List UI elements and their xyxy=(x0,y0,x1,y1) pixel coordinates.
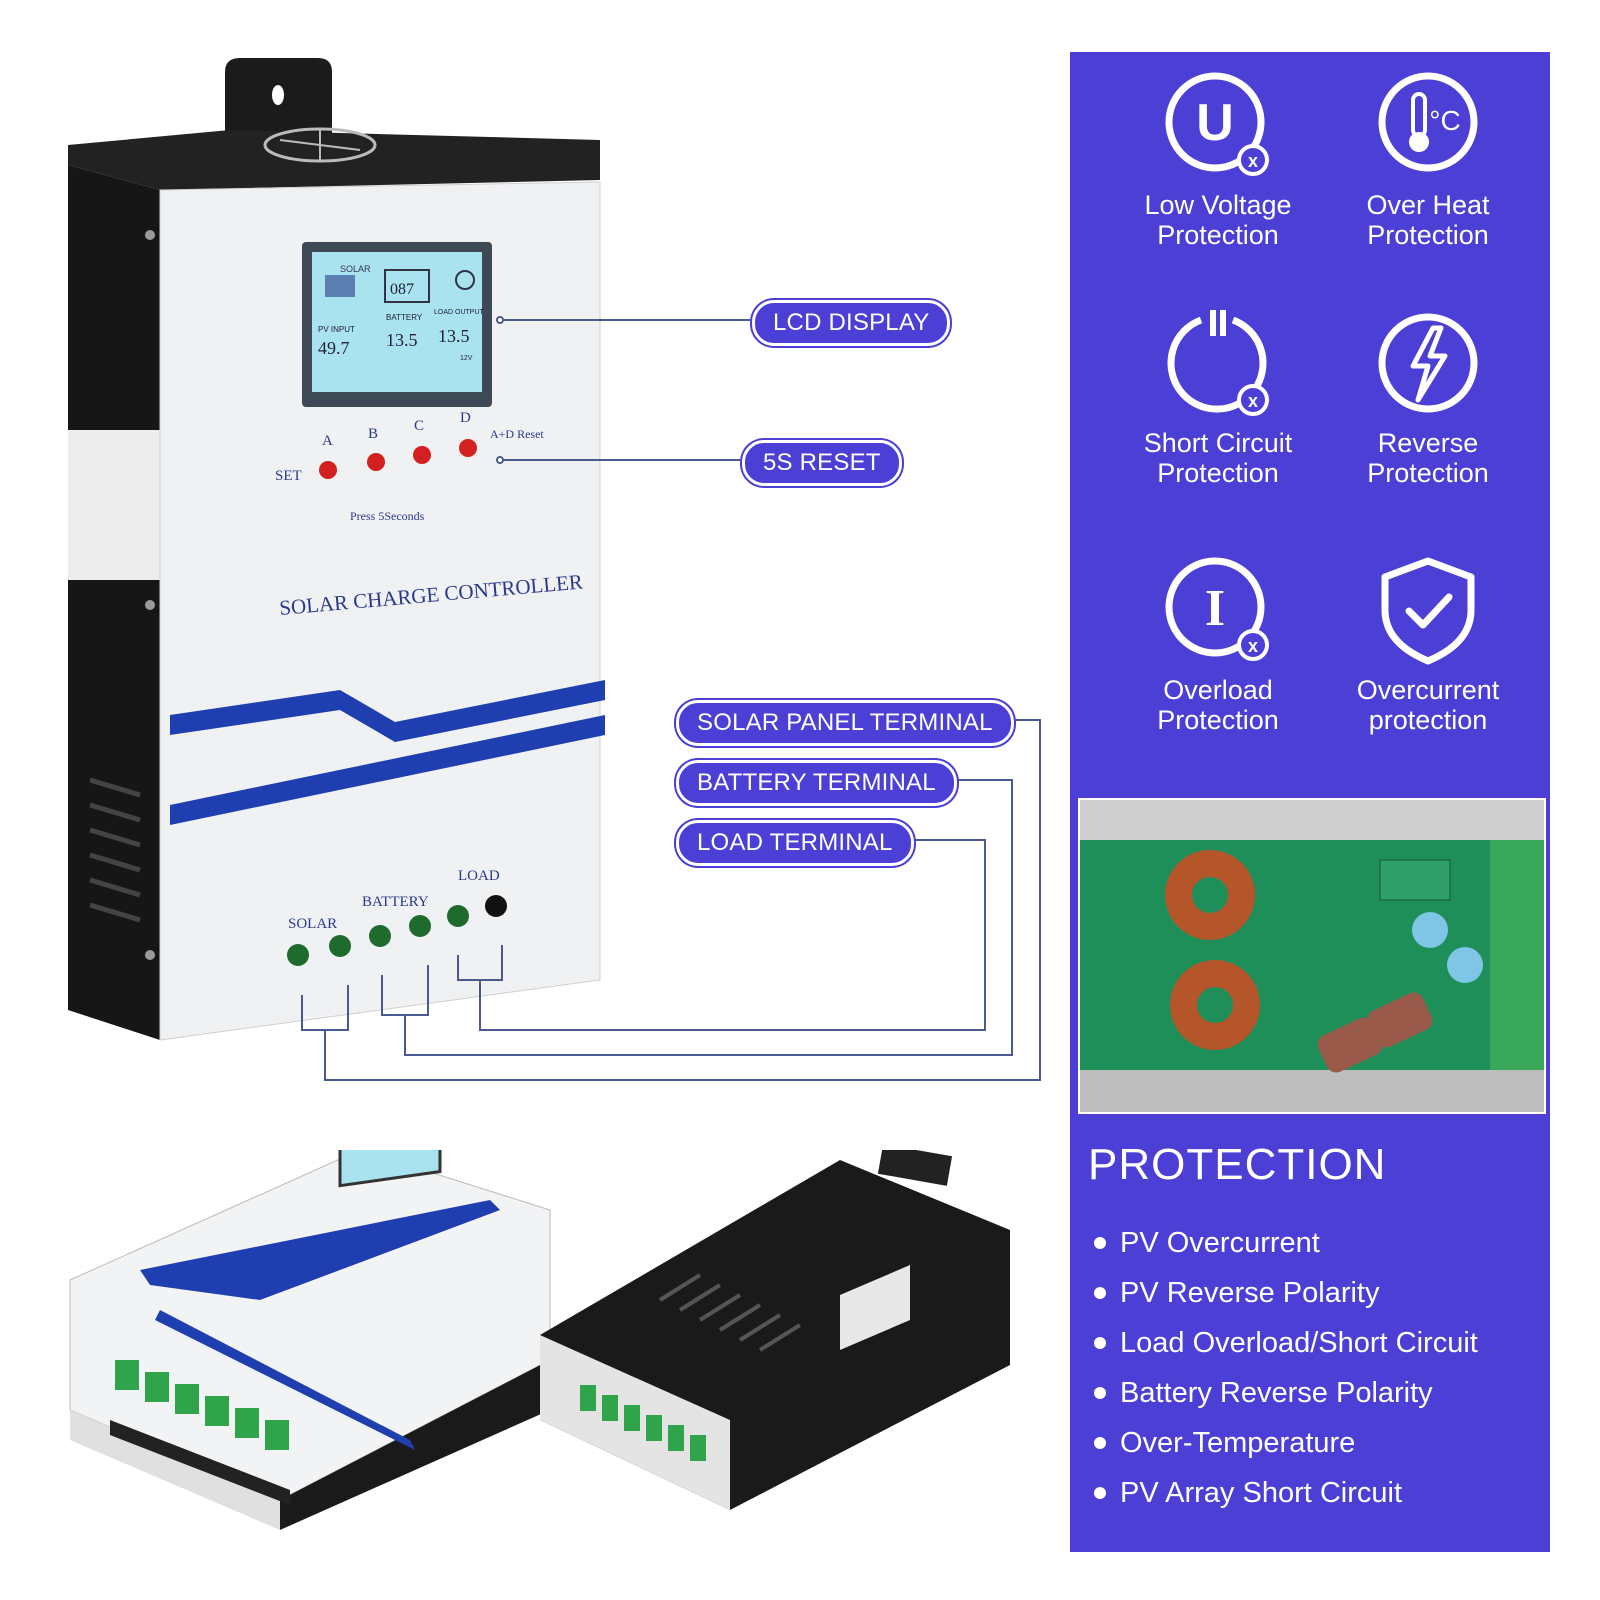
feature-label-line2: Protection xyxy=(1157,458,1279,488)
lcd-load-label: LOAD OUTPUT xyxy=(434,309,485,316)
terminal-solar-label: SOLAR xyxy=(288,916,337,932)
reverse-icon xyxy=(1378,313,1478,413)
feature-reverse: Reverse Protection xyxy=(1328,308,1528,488)
terminal-load-label: LOAD xyxy=(458,868,500,884)
feature-label-line1: Over Heat xyxy=(1366,190,1490,220)
button-a-label: A xyxy=(322,433,333,449)
button-a[interactable] xyxy=(319,461,337,479)
svg-text:x: x xyxy=(1248,636,1258,656)
lcd-load-value: 13.5 xyxy=(438,326,470,346)
svg-text:I: I xyxy=(1205,580,1225,637)
feature-label-line1: Overcurrent xyxy=(1356,675,1500,705)
svg-text:U: U xyxy=(1196,94,1234,152)
battery-terminal-callout: BATTERY TERMINAL xyxy=(676,760,957,806)
charge-controller-front-image: SOLAR 087 PV INPUT 49.7 BATTERY 13.5 LOA… xyxy=(68,58,605,1050)
feature-overcurrent: Overcurrent protection xyxy=(1328,555,1528,735)
protection-list: PV Overcurrent PV Reverse Polarity Load … xyxy=(1090,1218,1478,1518)
list-item: Over-Temperature xyxy=(1090,1418,1478,1468)
feature-label-line2: Protection xyxy=(1157,220,1279,250)
circuit-board-image xyxy=(1078,798,1546,1114)
lcd-solar-label: SOLAR xyxy=(340,264,371,274)
reset-callout: 5S RESET xyxy=(742,440,902,486)
list-item: PV Overcurrent xyxy=(1090,1218,1478,1268)
button-c[interactable] xyxy=(413,446,431,464)
svg-text:x: x xyxy=(1248,151,1258,171)
button-b[interactable] xyxy=(367,453,385,471)
feature-label-line2: Protection xyxy=(1157,705,1279,735)
ad-reset-label: A+D Reset xyxy=(490,427,544,441)
lcd-pv-input-value: 49.7 xyxy=(318,338,350,358)
feature-label-line2: protection xyxy=(1368,705,1488,735)
feature-label-line2: Protection xyxy=(1367,220,1489,250)
solar-panel-terminal-callout: SOLAR PANEL TERMINAL xyxy=(676,700,1014,746)
set-label: SET xyxy=(275,468,302,484)
controller-angled-black-image xyxy=(540,1150,1010,1510)
list-item: Load Overload/Short Circuit xyxy=(1090,1318,1478,1368)
press-seconds-label: Press 5Seconds xyxy=(350,509,425,523)
feature-over-heat: °C Over Heat Protection xyxy=(1328,70,1528,250)
button-c-label: C xyxy=(414,418,424,434)
list-item: PV Array Short Circuit xyxy=(1090,1468,1478,1518)
short-circuit-icon: x xyxy=(1167,310,1269,416)
svg-text:°C: °C xyxy=(1429,105,1460,136)
load-terminal-callout: LOAD TERMINAL xyxy=(676,820,914,866)
low-voltage-icon: U x xyxy=(1165,72,1269,176)
protection-title: PROTECTION xyxy=(1088,1140,1387,1189)
overload-icon: I x xyxy=(1165,557,1269,661)
lcd-pv-input-label: PV INPUT xyxy=(318,325,355,334)
feature-short-circuit: x Short Circuit Protection xyxy=(1118,308,1318,488)
terminal-battery-label: BATTERY xyxy=(362,894,429,910)
shield-check-icon xyxy=(1381,557,1475,665)
list-item: Battery Reverse Polarity xyxy=(1090,1368,1478,1418)
controller-angled-white-image xyxy=(69,1150,551,1530)
button-b-label: B xyxy=(368,426,378,442)
lcd-display-callout: LCD DISPLAY xyxy=(752,300,951,346)
svg-text:x: x xyxy=(1248,391,1258,411)
lcd-system-voltage: 12V xyxy=(460,355,473,362)
feature-overload: I x Overload Protection xyxy=(1118,555,1318,735)
over-heat-icon: °C xyxy=(1378,72,1478,172)
lcd-battery-label: BATTERY xyxy=(386,313,423,322)
button-d[interactable] xyxy=(459,439,477,457)
feature-label-line2: Protection xyxy=(1367,458,1489,488)
feature-label-line1: Reverse xyxy=(1377,428,1479,458)
feature-label-line1: Low Voltage xyxy=(1144,190,1292,220)
feature-low-voltage: U x Low Voltage Protection xyxy=(1118,70,1318,250)
list-item: PV Reverse Polarity xyxy=(1090,1268,1478,1318)
lcd-battery-value: 13.5 xyxy=(386,330,418,350)
button-d-label: D xyxy=(460,410,471,426)
feature-label-line1: Overload xyxy=(1163,675,1273,705)
lcd-battery-percent: 087 xyxy=(390,281,414,298)
callout-lines xyxy=(324,316,1041,1081)
feature-label-line1: Short Circuit xyxy=(1143,428,1293,458)
